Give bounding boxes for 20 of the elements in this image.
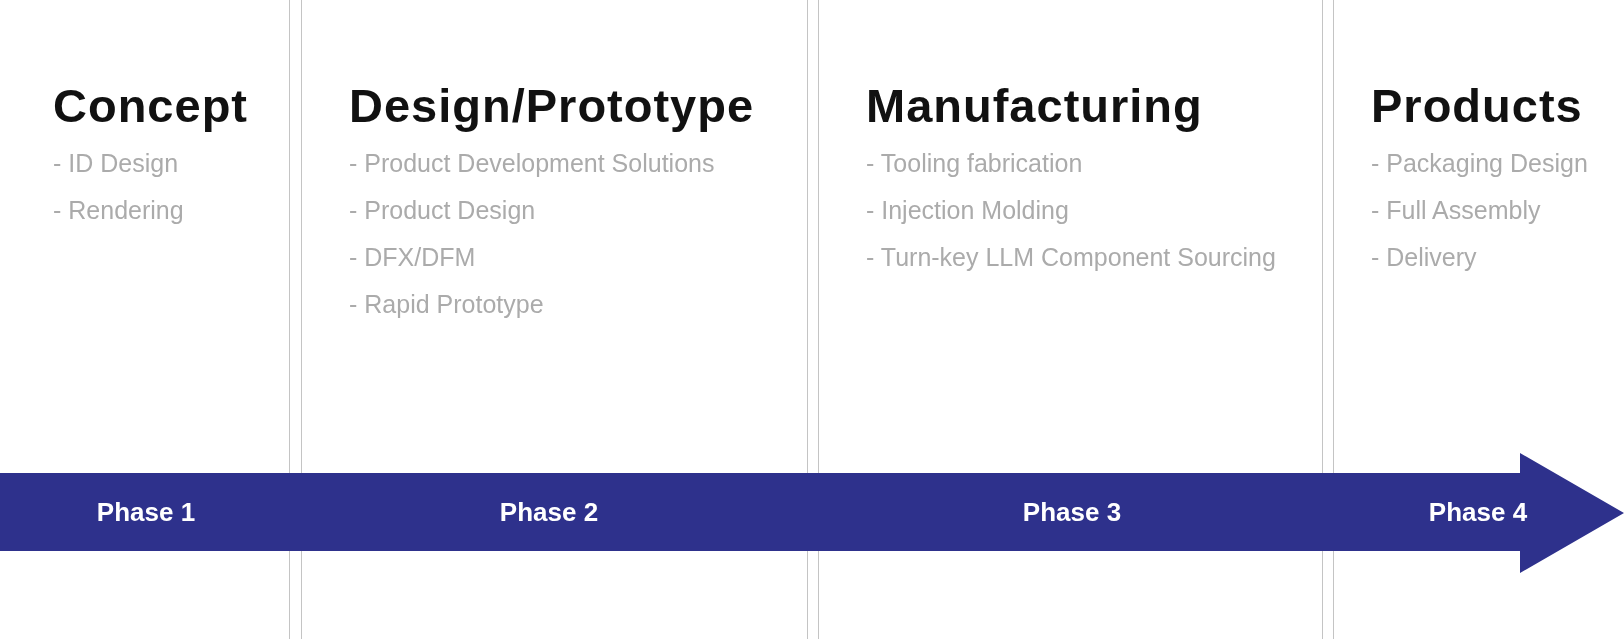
list-item: - Product Development Solutions [349, 148, 715, 179]
phase-label: Phase 2 [499, 496, 599, 528]
list-item: - Product Design [349, 195, 536, 226]
list-item: - ID Design [53, 148, 179, 179]
phase-label: Phase 3 [1022, 496, 1122, 528]
list-item: - DFX/DFM [349, 242, 476, 273]
column-heading: Concept [53, 78, 248, 134]
phase-label: Phase 4 [1428, 496, 1528, 528]
list-item: - Tooling fabrication [866, 148, 1083, 179]
column-heading: Design/Prototype [349, 78, 755, 134]
column-heading: Products [1371, 78, 1583, 134]
column-heading: Manufacturing [866, 78, 1203, 134]
list-item: - Turn-key LLM Component Sourcing [866, 242, 1276, 273]
list-item: - Rapid Prototype [349, 289, 544, 320]
list-item: - Full Assembly [1371, 195, 1541, 226]
list-item: - Packaging Design [1371, 148, 1588, 179]
phase-label: Phase 1 [96, 496, 196, 528]
list-item: - Delivery [1371, 242, 1477, 273]
list-item: - Rendering [53, 195, 184, 226]
list-item: - Injection Molding [866, 195, 1069, 226]
